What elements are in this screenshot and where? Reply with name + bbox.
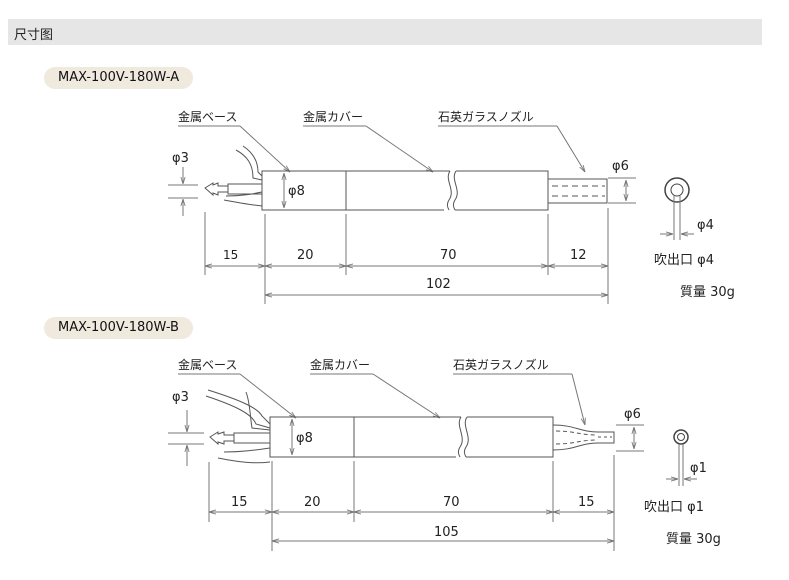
dim-outlet-inner: φ4 bbox=[697, 218, 714, 233]
outlet-ring-outer bbox=[673, 429, 689, 445]
model-badge-a: MAX-100V-180W-A bbox=[44, 67, 194, 89]
outlet-spec-label: 吹出口 φ4 bbox=[654, 253, 714, 268]
callout-cover-leader bbox=[365, 125, 433, 172]
fitting-icon bbox=[209, 431, 235, 446]
callout-cover-label: 金属カバー bbox=[310, 357, 370, 372]
outlet-ring-outer bbox=[664, 177, 690, 203]
callout-base-label: 金属ベース bbox=[178, 357, 237, 372]
break-mark-1 bbox=[446, 170, 452, 211]
mass-spec-label: 質量 30g bbox=[680, 285, 735, 300]
dim-base-length: 20 bbox=[297, 248, 314, 263]
dim-lead-length: 15 bbox=[231, 495, 248, 510]
dim-outlet-inner: φ1 bbox=[690, 461, 707, 476]
dim-total-length: 102 bbox=[426, 277, 451, 292]
fitting-tube bbox=[233, 432, 271, 444]
callout-nozzle-leader bbox=[571, 373, 585, 425]
dim-wire-diameter: φ3 bbox=[172, 390, 189, 405]
wire-lead-2 bbox=[235, 149, 263, 181]
nozzle-bore bbox=[555, 430, 598, 445]
dim-cover-length: 70 bbox=[440, 248, 457, 263]
quartz-nozzle bbox=[552, 424, 615, 451]
dim-total-length: 105 bbox=[434, 525, 459, 540]
model-badge-b: MAX-100V-180W-B bbox=[44, 317, 193, 339]
metal-cover-left bbox=[353, 416, 461, 458]
outlet-spec-label: 吹出口 φ1 bbox=[644, 500, 704, 515]
wire-lead-2 bbox=[205, 395, 271, 429]
outlet-ring-inner bbox=[677, 433, 685, 441]
break-mark-2 bbox=[463, 416, 469, 458]
wire-lead-1 bbox=[207, 389, 271, 425]
callout-nozzle-label: 石英ガラスノズル bbox=[438, 109, 534, 124]
wire-lead-1 bbox=[242, 145, 263, 177]
dim-nozzle-diameter: φ6 bbox=[612, 159, 629, 174]
metal-cover-right bbox=[455, 170, 549, 211]
break-mark-2 bbox=[452, 170, 458, 211]
wire-lead-3 bbox=[245, 391, 271, 431]
mass-spec-label: 質量 30g bbox=[666, 532, 721, 547]
quartz-nozzle bbox=[547, 178, 608, 204]
callout-nozzle-label: 石英ガラスノズル bbox=[453, 357, 549, 372]
dim-cover-length: 70 bbox=[443, 495, 460, 510]
wire-lead-3 bbox=[225, 191, 263, 197]
dim-nozzle-length: 12 bbox=[570, 248, 587, 263]
dim-nozzle-length: 15 bbox=[578, 495, 595, 510]
callout-cover-leader bbox=[372, 373, 440, 418]
dim-lead-length: 15 bbox=[223, 248, 238, 262]
section-header: 尺寸图 bbox=[8, 19, 762, 45]
outlet-ring-inner bbox=[670, 183, 684, 197]
callout-cover-label: 金属カバー bbox=[303, 109, 363, 124]
section-title: 尺寸图 bbox=[14, 28, 54, 43]
dim-wire-diameter: φ3 bbox=[172, 151, 189, 166]
break-mark-1 bbox=[457, 416, 463, 458]
dim-nozzle-diameter: φ6 bbox=[624, 407, 641, 422]
fitting-icon bbox=[204, 182, 229, 197]
diagram-b: 金属ベース 金属カバー 石英ガラスノズル φ3 φ bbox=[168, 357, 721, 551]
dim-body-diameter: φ8 bbox=[288, 184, 305, 199]
dim-body-diameter: φ8 bbox=[296, 431, 313, 446]
callout-base-leader bbox=[239, 373, 296, 418]
metal-cover-right bbox=[466, 416, 554, 458]
wire-lead-4 bbox=[223, 199, 263, 207]
diagram-a: 金属ベース 金属カバー 石英ガラスノズル φ3 φ8 bbox=[168, 109, 735, 304]
callout-base-leader bbox=[239, 125, 290, 172]
callout-nozzle-leader bbox=[556, 125, 585, 172]
dim-base-length: 20 bbox=[304, 495, 321, 510]
wire-lead-5 bbox=[217, 457, 271, 464]
wire-lead-4 bbox=[223, 447, 271, 453]
callout-base-label: 金属ベース bbox=[178, 109, 237, 124]
metal-cover-left bbox=[345, 170, 450, 211]
